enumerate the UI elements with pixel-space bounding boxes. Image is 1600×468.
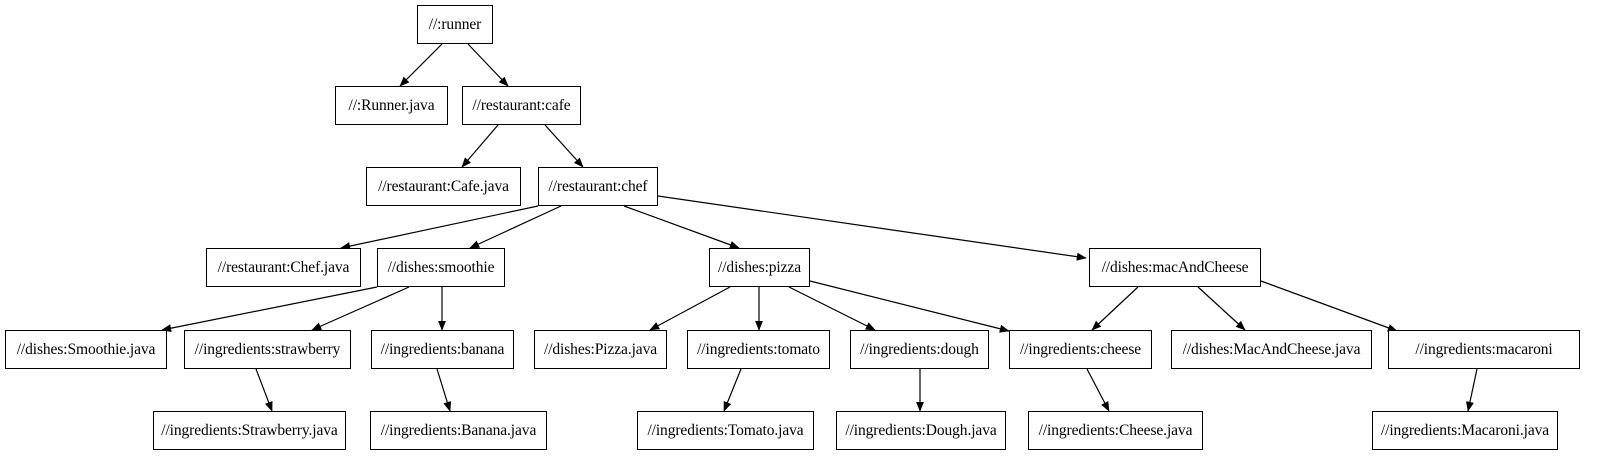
graph-node-ing_cheese[interactable]: //ingredients:cheese	[1009, 330, 1152, 369]
graph-node-banana_java[interactable]: //ingredients:Banana.java	[370, 411, 547, 450]
graph-node-ing_banana[interactable]: //ingredients:banana	[371, 330, 514, 369]
graph-node-label: //restaurant:Chef.java	[217, 258, 350, 276]
graph-node-label: //dishes:smoothie	[387, 258, 495, 276]
graph-node-tomato_java[interactable]: //ingredients:Tomato.java	[637, 411, 814, 450]
graph-node-label: //restaurant:Cafe.java	[378, 177, 509, 195]
graph-node-label: //restaurant:chef	[548, 177, 648, 195]
graph-node-runner_java[interactable]: //:Runner.java	[335, 86, 448, 125]
graph-node-label: //dishes:MacAndCheese.java	[1182, 340, 1361, 358]
graph-node-label: //ingredients:Cheese.java	[1038, 421, 1193, 439]
graph-node-pizza_java[interactable]: //dishes:Pizza.java	[534, 330, 667, 369]
graph-node-runner[interactable]: //:runner	[417, 5, 493, 44]
graph-node-smoothie_java[interactable]: //dishes:Smoothie.java	[5, 330, 167, 369]
graph-node-restaurant_cafe[interactable]: //restaurant:cafe	[462, 86, 581, 125]
graph-node-ing_dough[interactable]: //ingredients:dough	[850, 330, 989, 369]
graph-node-label: //ingredients:strawberry	[194, 340, 341, 358]
graph-node-dishes_smoothie[interactable]: //dishes:smoothie	[377, 248, 505, 287]
graph-node-chef_java[interactable]: //restaurant:Chef.java	[206, 248, 361, 287]
graph-node-strawberry_java[interactable]: //ingredients:Strawberry.java	[153, 411, 346, 450]
graph-node-dishes_pizza[interactable]: //dishes:pizza	[709, 248, 810, 287]
graph-node-macaroni_java[interactable]: //ingredients:Macaroni.java	[1372, 411, 1558, 450]
graph-node-label: //:runner	[428, 15, 482, 33]
graph-node-label: //ingredients:Banana.java	[380, 421, 537, 439]
graph-node-ing_macaroni[interactable]: //ingredients:macaroni	[1388, 330, 1580, 369]
graph-node-label: //ingredients:banana	[380, 340, 505, 358]
graph-node-label: //dishes:Smoothie.java	[16, 340, 156, 358]
graph-node-cheese_java[interactable]: //ingredients:Cheese.java	[1028, 411, 1203, 450]
graph-node-label: //ingredients:Strawberry.java	[161, 421, 338, 439]
graph-node-label: //ingredients:tomato	[697, 340, 820, 358]
graph-node-label: //dishes:Pizza.java	[543, 340, 658, 358]
graph-node-label: //restaurant:cafe	[472, 96, 571, 114]
graph-node-label: //ingredients:Dough.java	[845, 421, 997, 439]
graph-node-label: //dishes:pizza	[718, 258, 801, 276]
graph-node-ing_strawberry[interactable]: //ingredients:strawberry	[184, 330, 351, 369]
graph-node-ing_tomato[interactable]: //ingredients:tomato	[687, 330, 830, 369]
graph-node-label: //ingredients:Macaroni.java	[1380, 421, 1550, 439]
graph-node-cafe_java[interactable]: //restaurant:Cafe.java	[366, 167, 521, 206]
graph-node-dough_java[interactable]: //ingredients:Dough.java	[836, 411, 1006, 450]
graph-node-dishes_macandchs[interactable]: //dishes:macAndCheese	[1089, 248, 1261, 287]
graph-node-restaurant_chef[interactable]: //restaurant:chef	[538, 167, 658, 206]
graph-node-label: //dishes:macAndCheese	[1101, 258, 1249, 276]
graph-node-macandchs_java[interactable]: //dishes:MacAndCheese.java	[1171, 330, 1372, 369]
graph-node-label: //ingredients:dough	[860, 340, 979, 358]
graph-node-label: //ingredients:cheese	[1019, 340, 1142, 358]
graph-node-label: //ingredients:macaroni	[1415, 340, 1553, 358]
graph-node-label: //ingredients:Tomato.java	[647, 421, 804, 439]
graph-node-label: //:Runner.java	[348, 96, 435, 114]
